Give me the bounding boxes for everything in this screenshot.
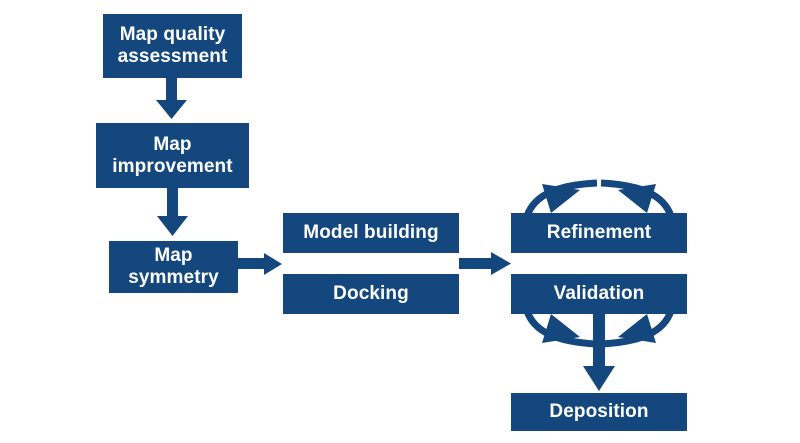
node-refinement[interactable]: Refinement (511, 213, 687, 253)
node-map-quality-assessment[interactable]: Map quality assessment (103, 14, 242, 78)
node-model-building[interactable]: Model building (283, 213, 459, 253)
node-validation[interactable]: Validation (511, 274, 687, 314)
node-docking[interactable]: Docking (283, 274, 459, 314)
arrow-cycle-to-deposition (583, 314, 615, 391)
node-map-symmetry[interactable]: Map symmetry (109, 241, 238, 293)
arrow-improvement-to-symmetry (157, 188, 188, 236)
arrow-quality-to-improvement (156, 78, 187, 119)
node-deposition[interactable]: Deposition (511, 393, 687, 431)
cycle-arrows-refinement-validation (523, 179, 675, 348)
arrow-building-to-refinement (459, 252, 511, 275)
node-map-improvement[interactable]: Map improvement (96, 123, 249, 188)
arrow-symmetry-to-building (238, 253, 282, 275)
cycle-arrowheads (542, 184, 656, 343)
